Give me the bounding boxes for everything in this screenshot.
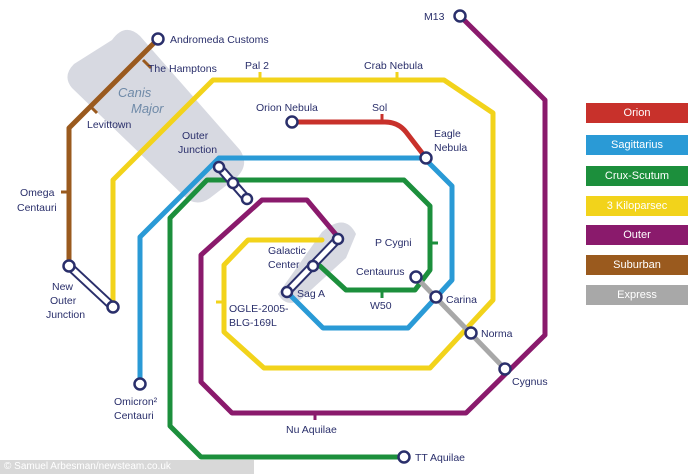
sagittarius-line	[137, 155, 455, 387]
station-carina	[429, 290, 443, 304]
suburban-line	[66, 37, 160, 269]
station-outer-junction-a	[212, 160, 226, 174]
label-ogle-2: BLG-169L	[229, 317, 277, 329]
canis-major-label-2: Major	[131, 101, 164, 116]
label-omicron-centauri-2: Centauri	[114, 410, 154, 422]
legend-kiloparsec: 3 Kiloparsec	[586, 196, 688, 216]
label-w50: W50	[370, 300, 392, 312]
station-sag-a	[280, 285, 294, 299]
legend-express: Express	[586, 285, 688, 305]
label-centaurus: Centaurus	[356, 266, 404, 278]
label-pal-2: Pal 2	[245, 60, 269, 72]
label-outer-junction-2: Junction	[178, 144, 217, 156]
express-line	[413, 274, 508, 372]
label-ogle-1: OGLE-2005-	[229, 303, 289, 315]
station-cygnus	[498, 362, 512, 376]
station-eagle-nebula	[419, 151, 433, 165]
tick-the-hamptons	[141, 58, 153, 70]
label-p-cygni: P Cygni	[375, 237, 412, 249]
station-galactic-center	[331, 232, 345, 246]
station-galactic-center-b	[306, 259, 320, 273]
label-sag-a: Sag A	[297, 288, 325, 300]
label-outer-junction-1: Outer	[182, 130, 209, 142]
station-tt-aquilae	[397, 450, 411, 464]
legend-outer: Outer	[586, 225, 688, 245]
label-tt-aquilae: TT Aquilae	[415, 452, 465, 464]
station-omicron-centauri	[133, 377, 147, 391]
label-nu-aquilae: Nu Aquilae	[286, 424, 337, 436]
tick-levittown	[90, 106, 99, 115]
photo-credit: © Samuel Arbesman/newsteam.co.uk	[0, 460, 254, 474]
crux-scutum-line	[167, 177, 433, 460]
label-cygnus: Cygnus	[512, 376, 548, 388]
label-new-outer-junction-2: Outer	[50, 295, 77, 307]
label-andromeda-customs: Andromeda Customs	[170, 34, 269, 46]
station-outer-junction-c	[240, 192, 254, 206]
label-omega-centauri-2: Centauri	[17, 202, 57, 214]
label-crab-nebula: Crab Nebula	[364, 60, 423, 72]
label-galactic-center-2: Center	[268, 259, 300, 271]
station-outer-junction-b	[226, 176, 240, 190]
station-andromeda-customs	[151, 32, 165, 46]
label-norma: Norma	[481, 328, 513, 340]
legend-suburban: Suburban	[586, 255, 688, 275]
station-norma	[464, 326, 478, 340]
legend-sagittarius: Sagittarius	[586, 135, 688, 155]
label-m13: M13	[424, 11, 445, 23]
label-galactic-center-1: Galactic	[268, 245, 306, 257]
label-the-hamptons: The Hamptons	[148, 63, 217, 75]
label-eagle-nebula-2: Nebula	[434, 142, 467, 154]
station-new-outer-junction-a	[62, 259, 76, 273]
outer-line	[198, 13, 548, 416]
station-ticks	[61, 58, 438, 420]
canis-major-label: Canis	[118, 85, 152, 100]
orion-line	[289, 119, 429, 161]
label-new-outer-junction-3: Junction	[46, 309, 85, 321]
station-orion-nebula	[285, 115, 299, 129]
canis-major-region	[67, 29, 245, 203]
label-eagle-nebula-1: Eagle	[434, 128, 461, 140]
station-m13	[453, 9, 467, 23]
label-new-outer-junction-1: New	[52, 281, 73, 293]
label-omega-centauri-1: Omega	[20, 187, 55, 199]
label-sol: Sol	[372, 102, 387, 114]
station-circles	[62, 9, 512, 464]
label-orion-nebula: Orion Nebula	[256, 102, 318, 114]
label-omicron-centauri-1: Omicron²	[114, 396, 158, 408]
kiloparsec-line	[110, 77, 496, 371]
legend-orion: Orion	[586, 103, 688, 123]
label-levittown: Levittown	[87, 119, 132, 131]
station-new-outer-junction-b	[106, 300, 120, 314]
label-carina: Carina	[446, 294, 477, 306]
station-centaurus	[409, 270, 423, 284]
legend-crux-scutum: Crux-Scutum	[586, 166, 688, 186]
